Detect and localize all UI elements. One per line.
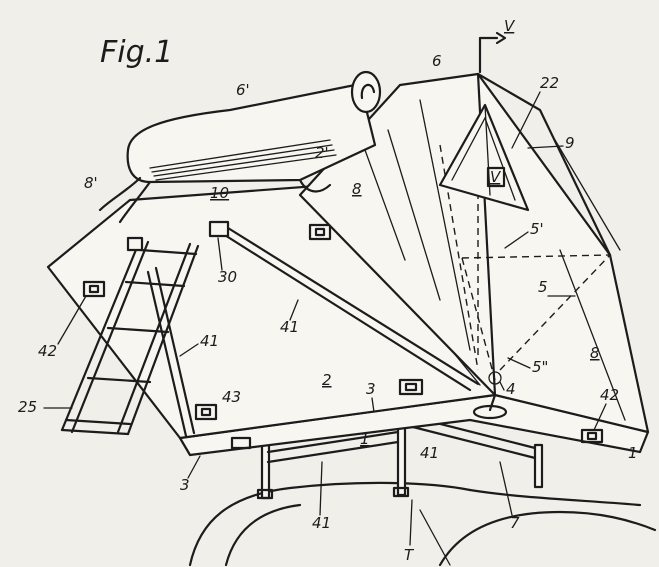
ref-22: 22 [540,74,559,92]
ref-41-bottom-leader [319,461,323,516]
ref-T-leader [409,499,413,546]
ref-41-rail: 41 [420,444,439,462]
ref-3-right-leader [371,397,375,413]
ref-4-leader [499,381,505,391]
ladder [60,236,200,436]
ref-41-strut: 41 [280,318,299,336]
ref-8-right: 8 [590,344,600,362]
section-marker-label: V [504,17,516,35]
ref-2: 2 [322,371,332,389]
section-marker: V [478,17,516,74]
ref-3-left: 3 [180,476,190,494]
roof-rails [256,408,544,500]
ref-5: 5 [538,278,548,296]
ref-43: 43 [222,388,241,406]
ref-6-prime: 6' [236,81,250,99]
ref-30-leader [217,237,223,271]
ref-3-left-leader [187,455,201,479]
ref-42-left: 42 [38,342,57,360]
ref-7: 7 [510,514,520,532]
ref-42-right: 42 [600,386,619,404]
ref-41-bottom: 41 [312,514,331,532]
ref-41-side-leader [179,343,199,357]
rolled-cover [98,70,382,224]
ref-1-center: 1 [360,430,370,448]
ref-1-right: 1 [628,444,638,462]
tent-fabric [298,72,650,434]
ref-9: 9 [565,134,575,152]
ref-30: 30 [218,268,237,286]
ref-2-prime: 2' [315,144,329,162]
ref-42-left-leader [57,295,87,345]
ref-10: 10 [210,184,229,202]
ref-T: T [404,546,415,564]
figure-title: Fig.1 [100,35,173,70]
ref-5-double-prime-leader [507,357,531,369]
ref-7-leader [499,461,513,516]
ref-3-right: 3 [366,380,376,398]
ref-5-double-prime: 5" [532,358,548,376]
ref-4: 4 [506,380,516,398]
ref-6: 6 [432,52,442,70]
ref-5-prime-leader [504,231,529,249]
ref-41-strut-leader [289,299,299,321]
ref-25: 25 [18,398,37,416]
ref-41-side: 41 [200,332,219,350]
ref-22-leader [511,91,541,149]
car-roof [188,481,657,567]
ref-8-top: 8 [352,180,362,198]
ref-v-window: V [490,168,502,186]
ref-42-right-leader [593,403,607,431]
ref-8-prime: 8' [84,174,98,192]
ref-9-leader [527,145,564,149]
ref-5-prime: 5' [530,220,544,238]
